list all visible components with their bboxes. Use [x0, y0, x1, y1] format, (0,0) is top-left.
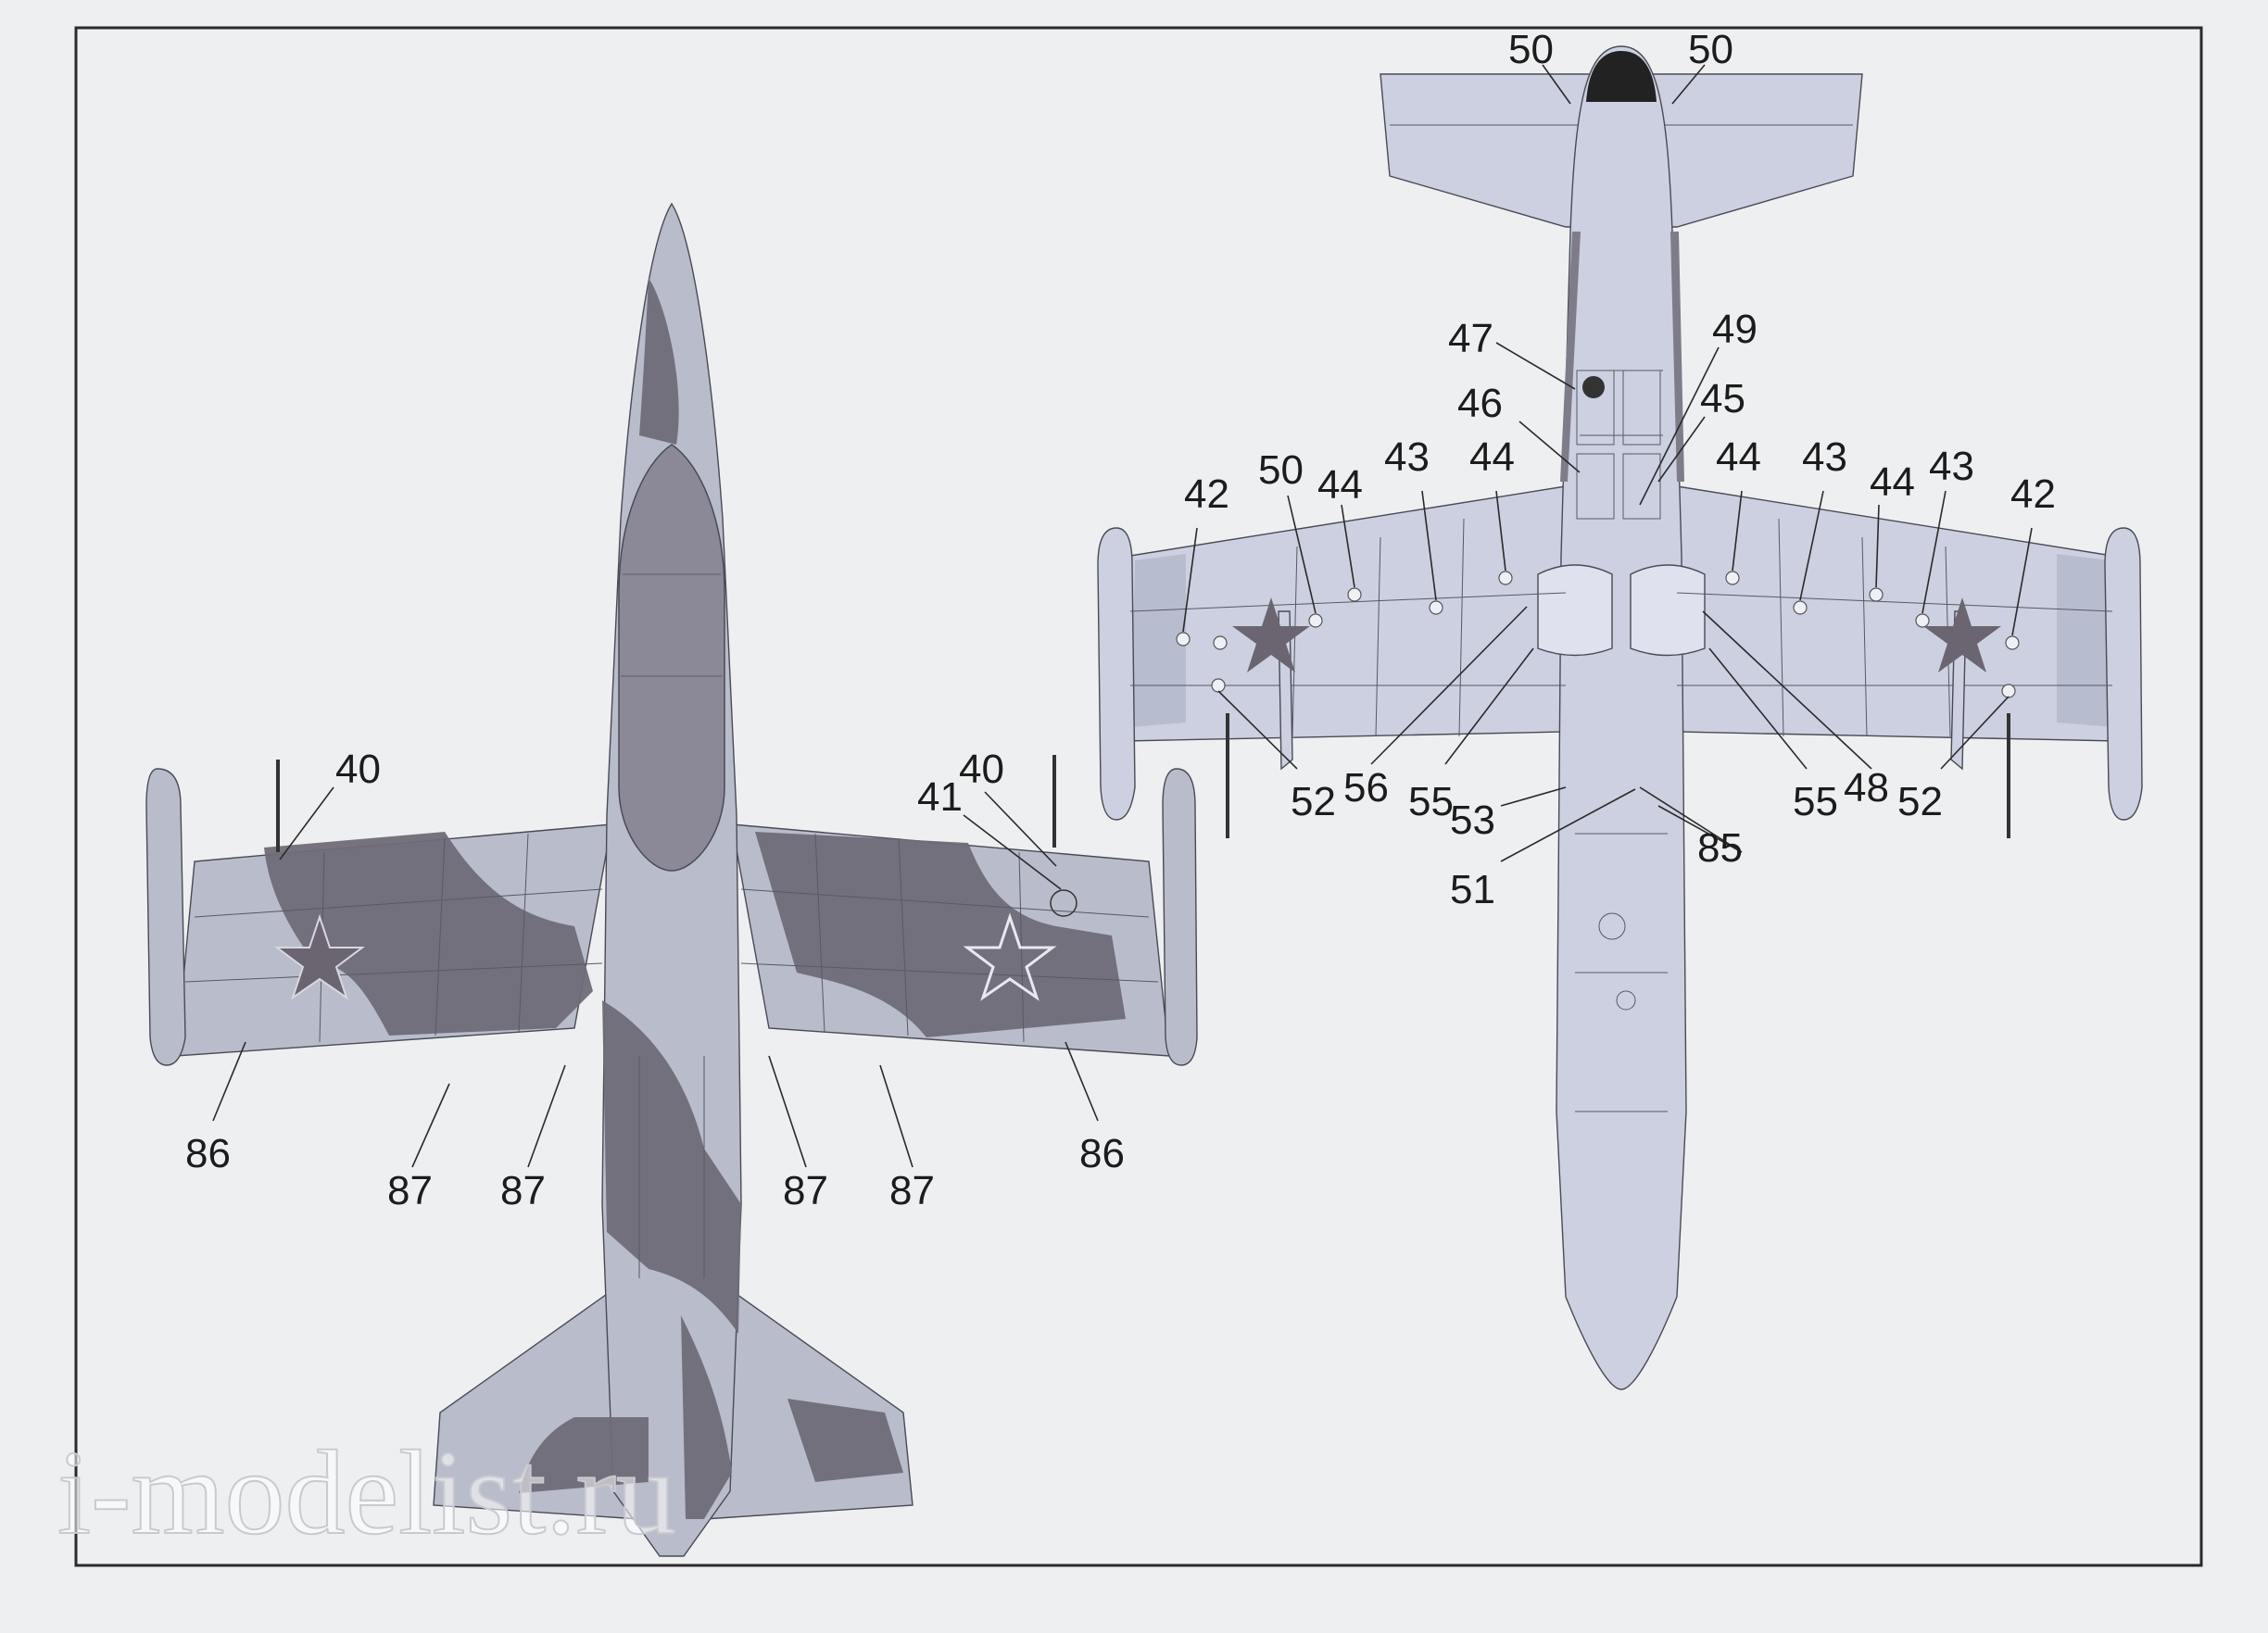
top-view-callouts: 40 40 41 86 86 87 87 87 87 [185, 747, 1125, 1213]
top-view-camo-dark-fuselage [519, 278, 903, 1519]
top-view-canopy-frame [621, 573, 723, 677]
callout-50-wing: 50 [1258, 447, 1304, 493]
callout-86-right: 86 [1079, 1131, 1125, 1176]
callout-45: 45 [1700, 376, 1745, 421]
callout-52-left: 52 [1291, 779, 1336, 824]
callout-40-right: 40 [959, 747, 1004, 792]
callout-87-c: 87 [783, 1168, 828, 1213]
bottom-view-tip-tank-right [2104, 527, 2143, 821]
top-view-star-left [274, 913, 365, 1000]
callout-87-b: 87 [500, 1168, 546, 1213]
callout-40-left: 40 [335, 747, 381, 792]
top-view-aircraft [145, 202, 1198, 1557]
top-view-tip-tank-right [1162, 768, 1198, 1066]
callout-87-a: 87 [387, 1168, 433, 1213]
callout-44-a: 44 [1317, 462, 1363, 508]
callout-43-a: 43 [1384, 434, 1430, 480]
callout-42-left: 42 [1184, 471, 1229, 517]
top-view-tip-tank-left [145, 768, 186, 1066]
callout-50-tail-right: 50 [1688, 27, 1733, 72]
callout-44-b: 44 [1469, 434, 1515, 480]
callout-52-right: 52 [1897, 779, 1943, 824]
callout-56: 56 [1343, 765, 1389, 810]
bottom-view-leader-lines [1182, 64, 2033, 862]
bottom-view-access-hatches [1576, 370, 1615, 446]
top-view-leader-lines [212, 786, 1099, 1168]
callout-46: 46 [1457, 381, 1503, 426]
bottom-view-dark-spot [1582, 376, 1605, 398]
bottom-view-tail-cone [1586, 51, 1657, 102]
callout-85: 85 [1697, 825, 1743, 871]
callout-47: 47 [1448, 316, 1493, 361]
bottom-view-fuselage-side-dark [1560, 232, 1684, 482]
callout-43-b: 43 [1802, 434, 1847, 480]
callout-49: 49 [1712, 307, 1758, 352]
callout-87-d: 87 [889, 1168, 935, 1213]
sheet-frame [74, 26, 2203, 1567]
callout-51: 51 [1450, 867, 1495, 912]
bottom-view-panel-lines [1129, 370, 2113, 1112]
bottom-view-gear-bay-2 [1616, 990, 1636, 1011]
callout-55-right: 55 [1793, 779, 1838, 824]
callout-44-c: 44 [1716, 434, 1761, 480]
callout-43-c: 43 [1929, 444, 1974, 489]
top-view-star-right [963, 912, 1057, 1001]
bottom-view-stencil-dots [1176, 571, 2020, 698]
callout-44-d: 44 [1870, 459, 1915, 505]
bottom-view-gear-bay-1 [1598, 912, 1626, 940]
top-view-canopy [618, 444, 725, 872]
bottom-view-star-right [1923, 597, 2001, 672]
callout-48: 48 [1844, 765, 1889, 810]
bottom-view-callouts: 50 50 47 49 46 45 42 50 44 43 44 44 43 4… [1184, 27, 2056, 912]
watermark: i-modelist.ru [57, 1426, 676, 1560]
callout-41: 41 [917, 774, 963, 820]
bottom-view-star-left [1232, 597, 1310, 672]
callout-50-tail-left: 50 [1508, 27, 1554, 72]
callout-86-left: 86 [185, 1131, 231, 1176]
callout-55-left: 55 [1408, 779, 1454, 824]
bottom-view-air-intakes [1537, 564, 1706, 657]
top-view-marker-41 [1050, 889, 1077, 917]
top-view-camo-dark-left-wing [264, 832, 593, 1036]
callout-42-right: 42 [2010, 471, 2056, 517]
bottom-view-access-hatch-3 [1576, 453, 1615, 520]
bottom-view-access-hatch-4 [1622, 453, 1661, 520]
bottom-view-tip-tank-left [1097, 527, 1136, 821]
bottom-view-access-hatch-2 [1622, 370, 1661, 446]
bottom-view-aircraft [1097, 45, 2143, 1390]
callout-53: 53 [1450, 798, 1495, 843]
